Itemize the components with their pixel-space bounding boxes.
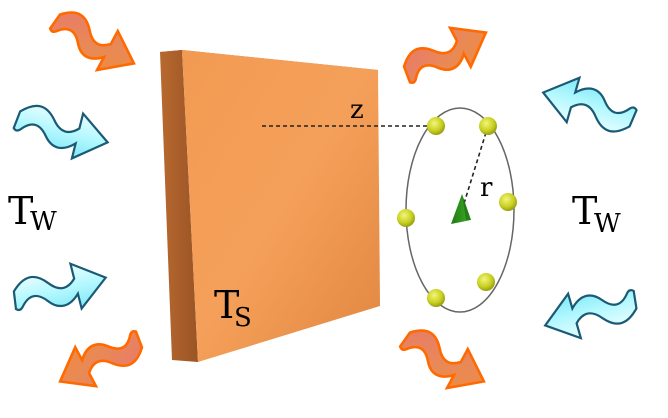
tw-left-main: T xyxy=(8,189,33,233)
slab-side-face xyxy=(160,50,198,362)
wavy-arrow-icon xyxy=(536,68,642,141)
wavy-arrow-icon xyxy=(391,319,496,404)
z-label: z xyxy=(350,95,364,125)
tw-label-right: T W xyxy=(572,189,621,239)
cold-arrow-lower-right xyxy=(537,275,644,348)
ts-label: T S xyxy=(214,283,252,333)
r-label: r xyxy=(480,173,493,203)
hot-arrow-bottom-right xyxy=(391,319,496,404)
cold-arrow-upper-right xyxy=(536,68,642,141)
hot-arrow-bottom-left xyxy=(47,317,152,402)
tw-left-sub: W xyxy=(30,207,57,237)
sphere-icon xyxy=(477,273,495,291)
tw-label-left: T W xyxy=(8,189,57,237)
slab xyxy=(160,50,380,362)
sphere-icon xyxy=(479,117,497,135)
cold-arrow-lower-left xyxy=(7,255,113,326)
sphere-icon xyxy=(397,209,415,227)
particles xyxy=(397,117,517,307)
sphere-icon xyxy=(427,117,445,135)
sphere-icon xyxy=(427,289,445,307)
hot-arrow-top-right xyxy=(394,12,499,97)
wavy-arrow-icon xyxy=(7,255,113,326)
tw-right-main: T xyxy=(572,189,597,233)
wavy-arrow-icon xyxy=(537,275,644,348)
tw-right-sub: W xyxy=(594,209,621,239)
wavy-arrow-icon xyxy=(394,12,499,97)
wavy-arrow-icon xyxy=(47,317,152,402)
ts-sub: S xyxy=(234,303,252,333)
hot-arrow-top-left xyxy=(41,1,146,86)
ts-main: T xyxy=(214,283,239,327)
slab-front-face xyxy=(182,50,380,362)
cone-icon xyxy=(451,194,471,224)
wavy-arrow-icon xyxy=(41,1,146,86)
wavy-arrow-icon xyxy=(8,97,115,167)
sphere-icon xyxy=(499,193,517,211)
r-radius-line xyxy=(461,125,489,211)
cold-arrow-upper-left xyxy=(8,97,115,167)
